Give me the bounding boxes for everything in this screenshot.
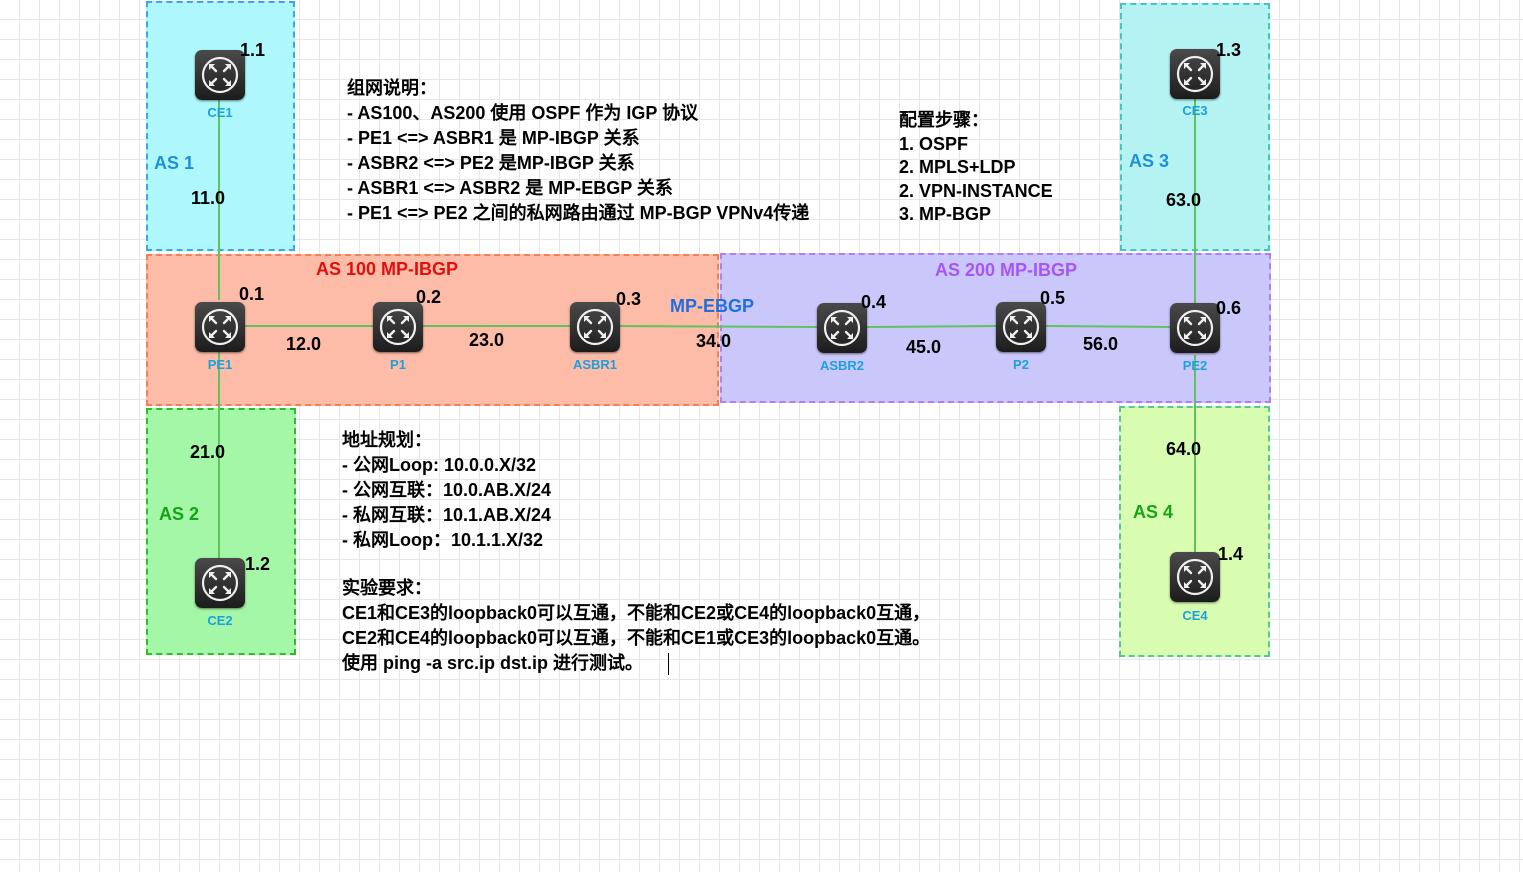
router-icon[interactable]: [570, 302, 620, 352]
requirements-line: CE2和CE4的loopback0可以互通，不能和CE1或CE3的loopbac…: [342, 628, 931, 648]
as3-label: AS 3: [1129, 151, 1170, 171]
router-label-ce1: CE1: [207, 105, 233, 120]
link-label-asbr2-p2: 45.0: [906, 337, 942, 357]
router-label-pe2: PE2: [1182, 358, 1208, 373]
router-label-ce4: CE4: [1182, 608, 1208, 623]
link-asbr2-p2: [866, 325, 997, 328]
link-p2-pe2: [1045, 325, 1171, 328]
router-icon[interactable]: [996, 302, 1046, 352]
address-pe2: 0.6: [1216, 298, 1242, 318]
router-icon[interactable]: [817, 303, 867, 353]
link-label-p2-pe2: 56.0: [1083, 334, 1119, 354]
link-label-pe1-p1: 12.0: [286, 334, 322, 354]
router-icon[interactable]: [195, 558, 245, 608]
router-icon[interactable]: [1170, 552, 1220, 602]
as2-label: AS 2: [159, 504, 200, 524]
link-label-asbr1-asbr2: 34.0: [696, 331, 732, 351]
link-label-p1-asbr1: 23.0: [469, 330, 505, 350]
address-p1: 0.2: [416, 287, 442, 307]
requirements-title: 实验要求：: [342, 578, 432, 598]
link-label-pe2-ce4: 64.0: [1166, 439, 1202, 459]
requirements: 实验要求： CE1和CE3的loopback0可以互通，不能和CE2或CE4的l…: [342, 576, 930, 676]
link-asbr1-asbr2: [619, 325, 818, 328]
router-icon[interactable]: [195, 302, 245, 352]
network-notes-line: - PE1 <=> ASBR1 是 MP-IBGP 关系: [347, 128, 640, 148]
address-plan-line: - 私网Loop：10.1.1.X/32: [342, 530, 544, 550]
router-icon[interactable]: [195, 50, 245, 100]
router-label-p1: P1: [390, 357, 406, 372]
network-notes-line: - ASBR1 <=> ASBR2 是 MP-EBGP 关系: [347, 178, 673, 198]
router-label-asbr1: ASBR1: [572, 357, 618, 372]
config-steps-title: 配置步骤：: [899, 110, 989, 130]
as2-region: [146, 408, 296, 655]
mp-ebgp-label: MP-EBGP: [670, 296, 755, 316]
config-steps: 配置步骤： 1. OSPF 2. MPLS+LDP 2. VPN-INSTANC…: [899, 109, 1053, 227]
address-plan-line: - 私网互联：10.1.AB.X/24: [342, 505, 552, 525]
router-label-pe1: PE1: [207, 357, 233, 372]
network-notes-line: - AS100、AS200 使用 OSPF 作为 IGP 协议: [347, 103, 699, 123]
router-label-asbr2: ASBR2: [819, 358, 865, 373]
address-ce2: 1.2: [245, 554, 271, 574]
network-notes: 组网说明： - AS100、AS200 使用 OSPF 作为 IGP 协议 - …: [347, 76, 809, 226]
router-label-ce3: CE3: [1182, 103, 1208, 118]
config-step: 1. OSPF: [899, 133, 969, 154]
as4-label: AS 4: [1133, 502, 1174, 522]
router-icon[interactable]: [1170, 49, 1220, 99]
address-ce1: 1.1: [240, 40, 266, 60]
address-p2: 0.5: [1040, 288, 1066, 308]
address-plan-line: - 公网互联：10.0.AB.X/24: [342, 480, 552, 500]
router-label-ce2: CE2: [207, 613, 233, 628]
link-label-pe1-ce2: 21.0: [190, 442, 226, 462]
text-cursor: [668, 653, 669, 675]
address-asbr2: 0.4: [861, 292, 887, 312]
address-plan: 地址规划： - 公网Loop: 10.0.0.X/32 - 公网互联：10.0.…: [342, 428, 551, 553]
config-step: 2. MPLS+LDP: [899, 157, 1016, 177]
router-icon[interactable]: [373, 302, 423, 352]
link-label-ce3-pe2: 63.0: [1166, 190, 1202, 210]
as200-label: AS 200 MP-IBGP: [935, 260, 1078, 280]
address-pe1: 0.1: [239, 284, 265, 304]
requirements-line: CE1和CE3的loopback0可以互通，不能和CE2或CE4的loopbac…: [342, 603, 931, 623]
as1-region: [146, 1, 295, 251]
link-label-ce1-pe1: 11.0: [191, 188, 226, 208]
network-notes-title: 组网说明：: [347, 78, 437, 98]
address-plan-line: - 公网Loop: 10.0.0.X/32: [342, 455, 537, 475]
as1-label: AS 1: [154, 153, 195, 173]
router-icon[interactable]: [1170, 303, 1220, 353]
requirements-line: 使用 ping -a src.ip dst.ip 进行测试。: [342, 653, 644, 673]
config-step: 2. VPN-INSTANCE: [899, 180, 1053, 201]
network-notes-line: - ASBR2 <=> PE2 是MP-IBGP 关系: [347, 153, 635, 173]
address-ce4: 1.4: [1218, 544, 1244, 564]
address-ce3: 1.3: [1216, 40, 1242, 60]
network-notes-line: - PE1 <=> PE2 之间的私网路由通过 MP-BGP VPNv4传递: [347, 203, 810, 223]
address-asbr1: 0.3: [616, 289, 642, 309]
config-step: 3. MP-BGP: [899, 204, 992, 224]
as100-label: AS 100 MP-IBGP: [316, 259, 459, 279]
router-label-p2: P2: [1013, 357, 1029, 372]
address-plan-title: 地址规划：: [342, 430, 432, 450]
